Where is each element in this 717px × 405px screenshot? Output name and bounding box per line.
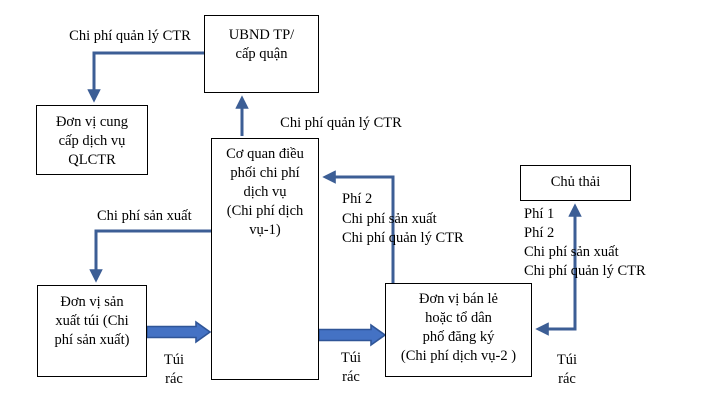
arrow-ubnd-to-cungcap — [87, 51, 204, 103]
arrow-banle-to-coquan — [322, 170, 395, 283]
arrow-banle-chuthai-exchange — [535, 203, 582, 336]
label-tui-rac-2: Túi rác — [340, 350, 362, 385]
box-don-vi-cung-cap-dich-vu-qlctr: Đơn vị cung cấp dịch vụ QLCTR — [36, 105, 148, 175]
box-co-quan-dieu-phoi-chi-phi-dich-vu: Cơ quan điều phối chi phí dịch vụ (Chi p… — [211, 138, 319, 380]
arrow-coquan-to-sanxuat — [89, 229, 211, 283]
label-chi-phi-quan-ly-ctr-top: Chi phí quản lý CTR — [69, 28, 191, 44]
label-chi-phi-quan-ly-ctr-center: Chi phí quản lý CTR — [280, 115, 402, 131]
box-don-vi-san-xuat-tui: Đơn vị sản xuất túi (Chi phí sản xuất) — [37, 285, 147, 377]
block-arrow-sanxuat-to-coquan — [146, 320, 212, 344]
box-don-vi-ban-le: Đơn vị bán lẻ hoặc tổ dân phố đăng ký (C… — [385, 283, 532, 377]
label-chi-phi-san-xuat: Chi phí sản xuất — [97, 208, 192, 224]
label-phi1-phi2-fees: Phí 1 Phí 2 Chi phí sản xuất Chi phí quả… — [524, 206, 646, 279]
box-ubnd-tp-cap-quan: UBND TP/ cấp quận — [204, 15, 319, 93]
label-tui-rac-1: Túi rác — [163, 352, 185, 387]
label-phi2-fees: Phí 2 Chi phí sản xuất Chi phí quản lý C… — [342, 191, 464, 246]
label-tui-rac-3: Túi rác — [556, 352, 578, 387]
box-chu-thai: Chủ thải — [520, 165, 631, 201]
block-arrow-coquan-to-banle — [318, 323, 387, 347]
